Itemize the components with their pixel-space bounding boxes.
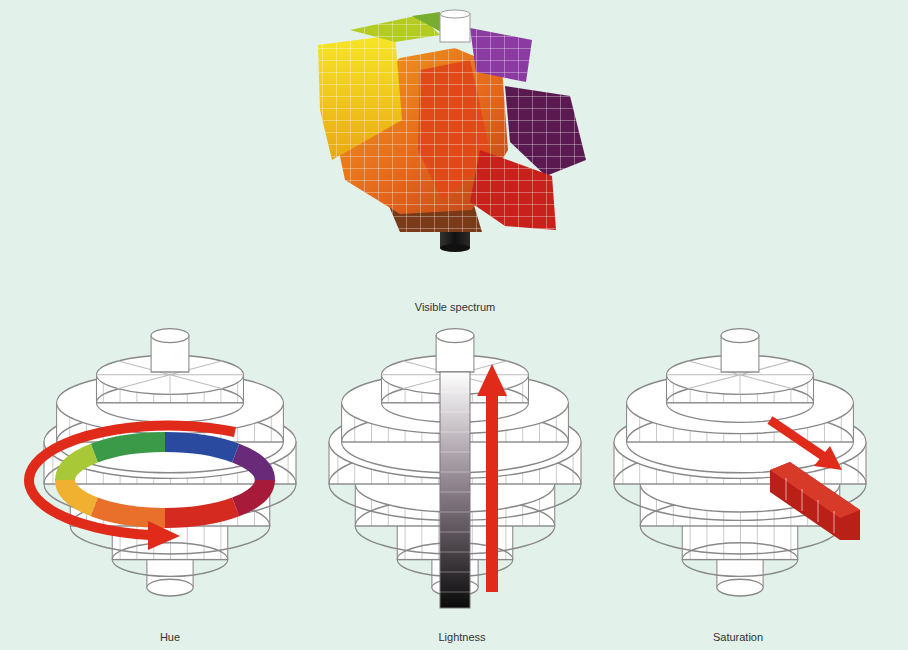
hue-panel [29, 329, 296, 596]
lightness-panel [329, 329, 581, 608]
panel-caption: Lightness [438, 630, 485, 644]
panel-caption: Hue [160, 630, 180, 644]
panel-caption: Saturation [713, 630, 763, 644]
saturation-panel [614, 329, 866, 596]
visible-spectrum-solid [318, 10, 586, 252]
figure-caption: Visible spectrum [415, 300, 496, 314]
